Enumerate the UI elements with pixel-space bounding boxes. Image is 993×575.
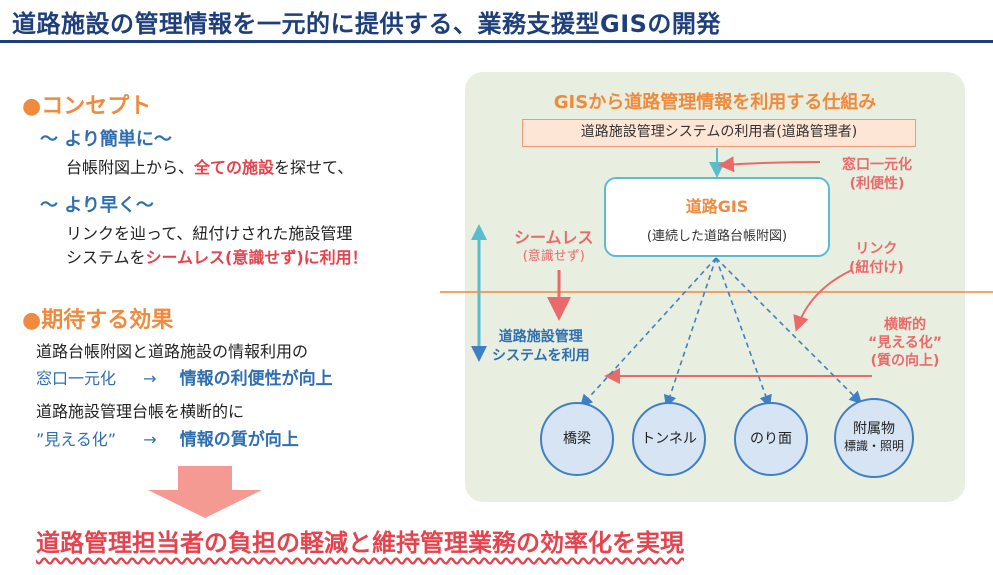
node-appurtenance-l1: 附属物 [853,421,895,437]
facility-system-label: 道路施設管理 システムを利用 [492,328,590,366]
facility-system-l2: システムを利用 [492,348,590,364]
effect1-to: 情報の利便性が向上 [179,369,333,389]
effect-heading: ●期待する効果 [22,308,174,333]
effect2-line1: 道路施設管理台帳を横断的に [36,402,245,421]
concept-easier-highlight: 全ての施設 [194,158,275,177]
window-unify-l2: (利便性) [849,176,905,192]
effect2-from: ”見える化” [36,430,117,449]
title-underline [0,40,993,43]
seamless-l1: シームレス [514,228,594,247]
road-gis-box: 道路GIS (連続した道路台帳附図) [604,177,830,257]
window-curve-arrow [718,156,821,173]
effect2-line2: ”見える化” → 情報の質が向上 [36,425,299,450]
effect1-from: 窓口一元化 [36,369,117,388]
concept-faster-line1: リンクを辿って、紐付けされた施設管理 [66,224,353,243]
link-l2: (紐付け) [849,260,904,276]
result-statement: 道路管理担当者の負担の軽減と維持管理業務の効率化を実現 [36,529,684,557]
gis-to-appurtenance-arrow [715,257,863,405]
concept-faster-label: ～ より早く～ [40,195,154,216]
effect2-arrow: → [143,430,157,449]
cross-l2: “見える化” [868,335,942,351]
concept-easier-label: ～ より簡単に～ [40,129,172,150]
gis-to-tunnel-arrow [663,257,717,409]
gis-to-bridge-arrow [579,257,717,408]
cross-visualize-label: 横断的 “見える化” (質の向上) [868,316,942,370]
window-unify-label: 窓口一元化 (利便性) [842,156,912,194]
link-curve-arrow [793,269,853,332]
node-bridge-label: 橋梁 [563,430,591,447]
cross-l1: 横断的 [883,317,926,333]
effect1-arrow: → [143,369,157,388]
node-tunnel-label: トンネル [641,430,697,447]
effect1-line1: 道路台帳附図と道路施設の情報利用の [36,342,309,361]
concept-easier-text-c: を探せて、 [274,158,354,177]
concept-faster-line2: システムをシームレス(意識せず)に利用！ [66,244,368,268]
concept-faster-line2-a: システムを [66,248,146,267]
cross-l3: (質の向上) [870,353,940,369]
concept-easier-text: 台帳附図上から、全ての施設を探せて、 [66,154,353,178]
window-unify-l1: 窓口一元化 [842,157,912,173]
facility-system-l1: 道路施設管理 [498,329,583,345]
node-bridge: 橋梁 [540,402,614,476]
seamless-l2: (意識せず) [522,249,585,264]
user-box: 道路施設管理システムの利用者(道路管理者) [522,119,916,147]
concept-faster-highlight: シームレス(意識せず)に利用！ [145,248,368,267]
road-gis-subtitle: (連続した道路台帳附図) [646,229,788,244]
effect1-line2: 窓口一元化 → 情報の利便性が向上 [36,364,333,389]
node-slope: のり面 [734,402,808,476]
page-title: 道路施設の管理情報を一元的に提供する、業務支援型GISの開発 [12,10,721,38]
seamless-label: シームレス (意識せず) [514,228,594,266]
gis-to-slope-arrow [715,257,772,409]
concept-easier-text-a: 台帳附図上から、 [66,158,195,177]
node-tunnel: トンネル [632,402,706,476]
link-label: リンク (紐付け) [849,240,904,278]
effect2-to: 情報の質が向上 [179,430,299,450]
result-down-arrow [148,466,262,518]
node-appurtenance: 附属物 標識・照明 [834,398,914,478]
node-slope-label: のり面 [750,430,792,447]
concept-heading: ●コンセプト [22,94,152,119]
road-gis-title: 道路GIS [685,197,749,216]
diagram-title: GISから道路管理情報を利用する仕組み [553,92,877,113]
link-l1: リンク [855,241,898,257]
node-appurtenance-l2: 標識・照明 [843,439,904,453]
